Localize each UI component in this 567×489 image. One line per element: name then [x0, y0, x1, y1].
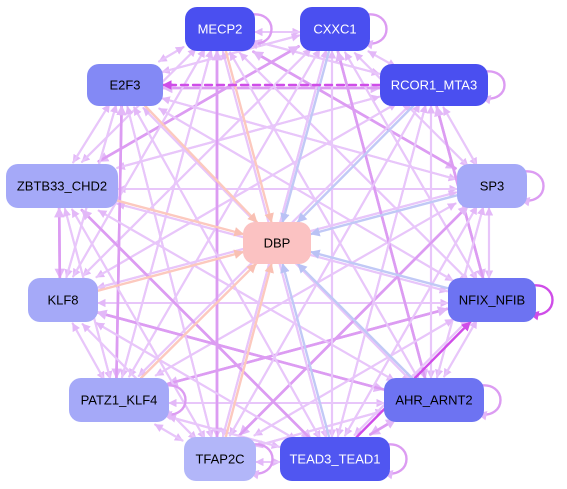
edge-zbtb33_chd2-to-dbp	[116, 199, 245, 237]
node-label-rcor1_mta3: RCOR1_MTA3	[391, 78, 477, 93]
edge-tfap2c-to-zbtb33_chd2	[71, 208, 206, 440]
node-box-patz1_klf4	[69, 378, 169, 422]
edge-tead3_tead1-to-dbp	[280, 262, 331, 439]
node-box-sp3	[457, 164, 527, 208]
edge-tfap2c-to-dbp	[224, 262, 274, 439]
node-label-nfix_nfib: NFIX_NFIB	[459, 293, 525, 308]
node-box-cxxc1	[300, 7, 370, 51]
node-nfix_nfib[interactable]: NFIX_NFIB	[448, 278, 536, 322]
edge-patz1_klf4-to-dbp	[139, 262, 258, 380]
edge-tfap2c-to-patz1_klf4	[154, 423, 184, 442]
edge-e2f3-to-dbp	[144, 104, 258, 224]
node-box-zbtb33_chd2	[6, 164, 118, 208]
node-box-e2f3	[87, 64, 163, 106]
edge-layer	[54, 13, 554, 480]
edge-ahr_arnt2-to-dbp	[296, 262, 414, 380]
node-label-cxxc1: CXXC1	[313, 22, 356, 37]
node-label-ahr_arnt2: AHR_ARNT2	[395, 393, 472, 408]
node-label-tfap2c: TFAP2C	[195, 452, 244, 467]
edge-nfix_nfib-to-cxxc1	[344, 51, 478, 281]
node-box-nfix_nfib	[448, 278, 536, 322]
edge-patz1_klf4-to-klf8	[71, 322, 106, 381]
edge-sp3-to-rcor1_mta3	[442, 106, 478, 167]
edge-e2f3-to-mecp2	[158, 45, 185, 63]
node-klf8[interactable]: KLF8	[28, 278, 98, 322]
edge-patz1_klf4-to-nfix_nfib	[166, 306, 449, 385]
node-rcor1_mta3[interactable]: RCOR1_MTA3	[380, 64, 488, 106]
node-ahr_arnt2[interactable]: AHR_ARNT2	[384, 378, 484, 422]
edge-zbtb33_chd2-to-e2f3	[72, 103, 111, 164]
node-dbp[interactable]: DBP	[243, 222, 311, 264]
self-loop-ahr_arnt2	[477, 384, 502, 421]
edge-sp3-to-e2f3	[161, 96, 458, 181]
node-patz1_klf4[interactable]: PATZ1_KLF4	[69, 378, 169, 422]
node-box-tead3_tead1	[280, 437, 390, 481]
edge-tfap2c-to-ahr_arnt2	[254, 408, 385, 448]
edge-klf8-to-mecp2	[72, 48, 206, 278]
node-label-klf8: KLF8	[47, 293, 78, 308]
edge-tead3_tead1-to-e2f3	[133, 106, 322, 440]
node-box-dbp	[243, 222, 311, 264]
edge-patz1_klf4-to-sp3	[154, 202, 457, 377]
self-loop-sp3	[520, 170, 545, 207]
edge-nfix_nfib-to-e2f3	[158, 107, 454, 282]
node-sp3[interactable]: SP3	[457, 164, 527, 208]
edge-sp3-to-dbp	[309, 194, 459, 237]
node-label-mecp2: MECP2	[198, 22, 243, 37]
edge-patz1_klf4-to-cxxc1	[128, 48, 321, 378]
edge-cxxc1-to-dbp	[280, 49, 331, 224]
node-tfap2c[interactable]: TFAP2C	[184, 437, 256, 481]
node-box-ahr_arnt2	[384, 378, 484, 422]
edge-tfap2c-to-rcor1_mta3	[228, 103, 421, 437]
self-loop-tead3_tead1	[383, 443, 408, 480]
node-label-tead3_tead1: TEAD3_TEAD1	[289, 452, 380, 467]
node-box-tfap2c	[184, 437, 256, 481]
self-loop-rcor1_mta3	[481, 70, 506, 105]
node-label-patz1_klf4: PATZ1_KLF4	[81, 393, 158, 408]
edge-nfix_nfib-to-dbp	[309, 249, 450, 290]
node-label-e2f3: E2F3	[109, 78, 140, 93]
edge-patz1_klf4-to-e2f3	[115, 104, 127, 380]
edge-tead3_tead1-to-sp3	[344, 205, 478, 437]
edge-klf8-to-zbtb33_chd2	[54, 206, 65, 280]
node-label-dbp: DBP	[264, 236, 291, 251]
self-loop-mecp2	[248, 13, 273, 50]
edge-klf8-to-dbp	[96, 249, 245, 292]
node-box-rcor1_mta3	[380, 64, 488, 106]
self-loop-nfix_nfib	[529, 284, 554, 321]
edge-mecp2-to-dbp	[224, 49, 274, 224]
node-box-mecp2	[185, 7, 255, 51]
self-loop-patz1_klf4	[162, 384, 187, 421]
node-box-klf8	[28, 278, 98, 322]
node-e2f3[interactable]: E2F3	[87, 64, 163, 106]
self-loop-cxxc1	[363, 13, 388, 50]
node-tead3_tead1[interactable]: TEAD3_TEAD1	[280, 437, 390, 481]
edge-tead3_tead1-to-patz1_klf4	[167, 414, 281, 448]
edge-ahr_arnt2-to-zbtb33_chd2	[97, 209, 396, 382]
edge-ahr_arnt2-to-mecp2	[229, 51, 420, 381]
node-mecp2[interactable]: MECP2	[185, 7, 255, 51]
node-cxxc1[interactable]: CXXC1	[300, 7, 370, 51]
edge-klf8-to-rcor1_mta3	[95, 102, 398, 279]
node-label-sp3: SP3	[480, 179, 505, 194]
edge-rcor1_mta3-to-dbp	[296, 104, 415, 224]
edge-tead3_tead1-to-ahr_arnt2	[369, 418, 397, 436]
edge-ahr_arnt2-to-nfix_nfib	[443, 319, 478, 378]
self-loop-tfap2c	[249, 443, 274, 480]
edge-tead3_tead1-to-klf8	[95, 321, 297, 441]
edge-ahr_arnt2-to-klf8	[95, 309, 385, 391]
node-zbtb33_chd2[interactable]: ZBTB33_CHD2	[6, 164, 118, 208]
edge-zbtb33_chd2-to-cxxc1	[97, 45, 300, 163]
node-label-zbtb33_chd2: ZBTB33_CHD2	[17, 179, 107, 194]
